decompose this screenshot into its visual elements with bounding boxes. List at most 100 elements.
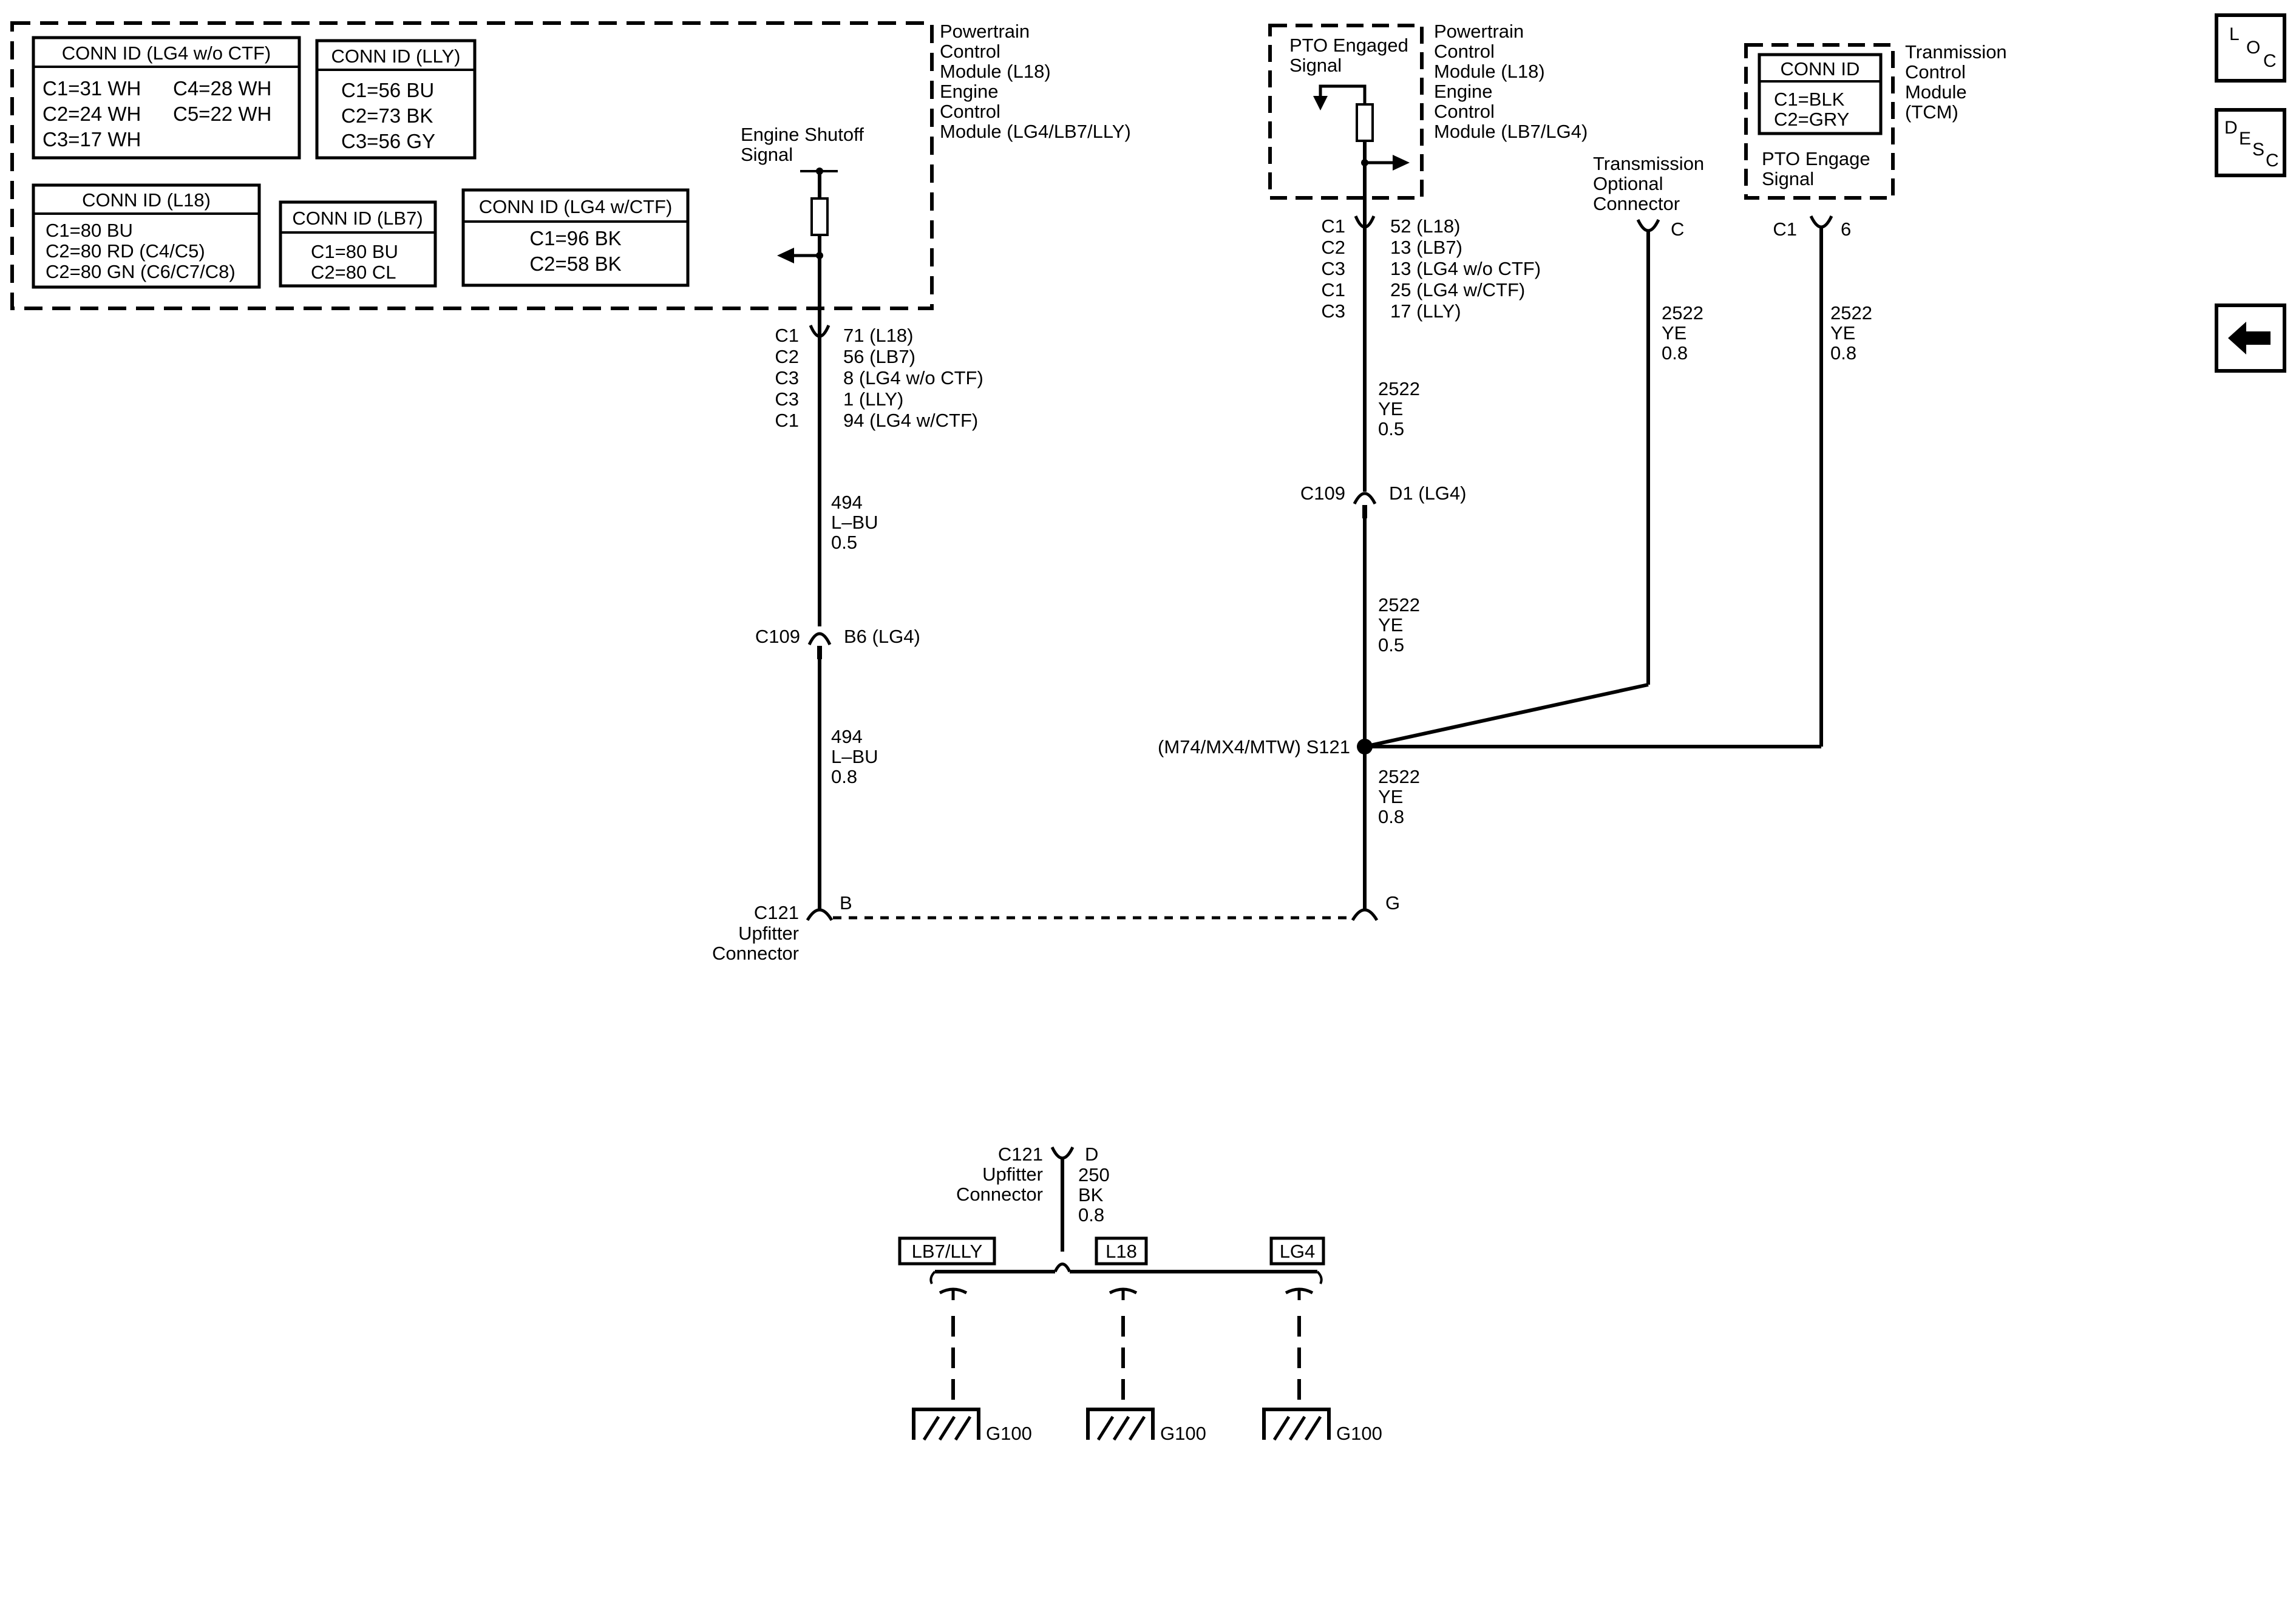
ecm-name-line: Control [940, 41, 1000, 62]
back-button[interactable] [2215, 303, 2286, 373]
pin-conn-label: C3 [1321, 300, 1345, 322]
desc-letter: S [2252, 140, 2265, 160]
ecm-name-line: Module (L18) [940, 61, 1051, 82]
desc-letter: C [2266, 151, 2279, 171]
pin-number-label: 71 (L18) [843, 325, 913, 346]
pin-number-label: 13 (LG4 w/o CTF) [1390, 258, 1541, 279]
conn-id-title: CONN ID (LG4 w/o CTF) [62, 42, 271, 64]
pin-conn-label: C1 [775, 410, 799, 431]
conn-id-l18-box: CONN ID (L18) C1=80 BU C2=80 RD (C4/C5) … [32, 183, 261, 289]
c121-name-label: Connector [956, 1184, 1043, 1205]
wire-color-label: L–BU [831, 746, 878, 767]
pcm-name-line: Control [1434, 101, 1495, 122]
c121-name-label: Upfitter [982, 1164, 1043, 1185]
ground-branch-2: G100 [1086, 1287, 1206, 1444]
tcm-dashed-outline [1744, 43, 1895, 200]
ground-circuit-250: C121 D Upfitter Connector 250 BK 0.8 LB7… [898, 1144, 1382, 1444]
wire-size-label: 0.5 [831, 532, 857, 553]
conn-id-title: CONN ID (L18) [82, 189, 211, 211]
wire-size-label: 0.5 [1378, 418, 1404, 439]
c109-pin-label: D1 (LG4) [1389, 483, 1466, 504]
conn-id-row: C2=80 CL [311, 262, 396, 283]
c109-conn-label: C109 [755, 626, 800, 647]
pto-engage-signal-label: Signal [1762, 168, 1814, 189]
pin-conn-label: C3 [775, 367, 799, 388]
pto-engaged-signal-label: Signal [1289, 55, 1342, 76]
wire-circuit-label: 2522 [1378, 594, 1420, 615]
pin-number-label: 94 (LG4 w/CTF) [843, 410, 978, 431]
c121-pin-label: G [1385, 892, 1400, 914]
ground-icon [1262, 1408, 1331, 1441]
ground-branch-1: G100 [912, 1287, 1032, 1444]
wire-circuit-label: 250 [1078, 1164, 1110, 1185]
wire-color-label: YE [1378, 398, 1403, 419]
c121-name-label: Upfitter [738, 923, 799, 944]
tcm-name-line: (TCM) [1905, 101, 1958, 123]
conn-id-lb7-box: CONN ID (LB7) C1=80 BU C2=80 CL [279, 200, 437, 288]
pin-conn-label: C3 [1321, 258, 1345, 279]
conn-id-row: C1=31 WH [42, 77, 141, 100]
c121-name-label: Connector [712, 943, 799, 964]
loc-button[interactable]: L O C [2215, 13, 2286, 83]
c121-pin-g-symbol [1351, 908, 1379, 921]
ecm-dashed-outline [10, 21, 934, 310]
ground-icon [912, 1408, 980, 1441]
option-badge-lb7-lly: LB7/LLY [898, 1236, 996, 1266]
pcm-dashed-outline [1268, 24, 1424, 200]
wire-color-label: YE [1378, 786, 1403, 807]
desc-button[interactable]: D E S C [2215, 108, 2286, 177]
pin-number-label: 56 (LB7) [843, 346, 915, 367]
loc-letter: L [2229, 24, 2240, 44]
pin-number-label: 1 (LLY) [843, 388, 903, 410]
pin-number-label: 52 (L18) [1390, 215, 1460, 237]
c109-pin-label: B6 (LG4) [844, 626, 920, 647]
conn-id-row: C1=80 BU [311, 241, 398, 262]
pcm-name-line: Engine [1434, 81, 1493, 102]
pin-number-label: 25 (LG4 w/CTF) [1390, 279, 1525, 300]
pcm-name-line: Control [1434, 41, 1495, 62]
conn-id-row: C1=56 BU [341, 79, 434, 101]
pto-engage-signal-label: PTO Engage [1762, 148, 1870, 169]
engine-control-module: Powertrain Control Module (L18) Engine C… [10, 21, 1131, 310]
conn-id-row: C2=58 BK [529, 253, 621, 275]
pto-engaged-module: PTO Engaged Signal Powertrain Control Mo… [1268, 21, 1588, 200]
ground-icon [1086, 1408, 1155, 1441]
desc-letter: E [2239, 129, 2252, 149]
trans-opt-name-label: Transmission [1593, 153, 1704, 174]
trans-opt-name-label: Connector [1593, 193, 1680, 214]
pcm-name-line: Powertrain [1434, 21, 1524, 42]
c121-pin-b-symbol [806, 908, 834, 921]
pin-number-label: 17 (LLY) [1390, 300, 1461, 322]
conn-id-row: C1=80 BU [46, 220, 133, 241]
pin-conn-label: C1 [1321, 215, 1345, 237]
pin-number-label: 13 (LB7) [1390, 237, 1462, 258]
ground-branch-3: G100 [1262, 1287, 1382, 1444]
transmission-optional-connector: Transmission Optional Connector C 2522 Y… [1364, 153, 1704, 748]
conn-id-lg4-wo-ctf-box: CONN ID (LG4 w/o CTF) C1=31 WH C4=28 WH … [32, 36, 301, 160]
pin-conn-label: C2 [1321, 237, 1345, 258]
tcm-name-line: Module [1905, 81, 1967, 103]
c109-connector-symbol [807, 632, 832, 646]
center-circuit-2522: C1 52 (L18) C2 13 (LB7) C3 13 (LG4 w/o C… [1158, 198, 1541, 921]
conn-id-lly-box: CONN ID (LLY) C1=56 BU C2=73 BK C3=56 GY [315, 39, 477, 160]
left-circuit-494: C1 71 (L18) C2 56 (LB7) C3 8 (LG4 w/o CT… [712, 307, 983, 964]
loc-letter: C [2263, 51, 2277, 71]
c121-pin-label: B [840, 892, 852, 914]
engine-shutoff-signal-symbol: Engine Shutoff Signal [741, 124, 864, 307]
option-label: L18 [1106, 1241, 1137, 1262]
tcm-name-line: Control [1905, 61, 1966, 83]
wire-size-label: 0.8 [1830, 342, 1856, 364]
conn-id-row: C3=56 GY [341, 130, 435, 152]
back-arrow-icon [2228, 322, 2271, 354]
wire-size-label: 0.8 [1662, 342, 1688, 364]
ecm-name-line: Module (LG4/LB7/LLY) [940, 121, 1131, 142]
conn-id-row: C2=GRY [1774, 109, 1849, 130]
conn-id-row: C4=28 WH [173, 77, 271, 100]
ground-label: G100 [1336, 1423, 1382, 1444]
conn-id-row: C2=80 GN (C6/C7/C8) [46, 261, 236, 282]
wire-size-label: 0.8 [831, 766, 857, 787]
c121-conn-label: C121 [998, 1144, 1043, 1165]
conn-id-row: C2=24 WH [42, 103, 141, 125]
wire-circuit-label: 494 [831, 492, 863, 513]
wire-color-label: YE [1830, 322, 1855, 344]
